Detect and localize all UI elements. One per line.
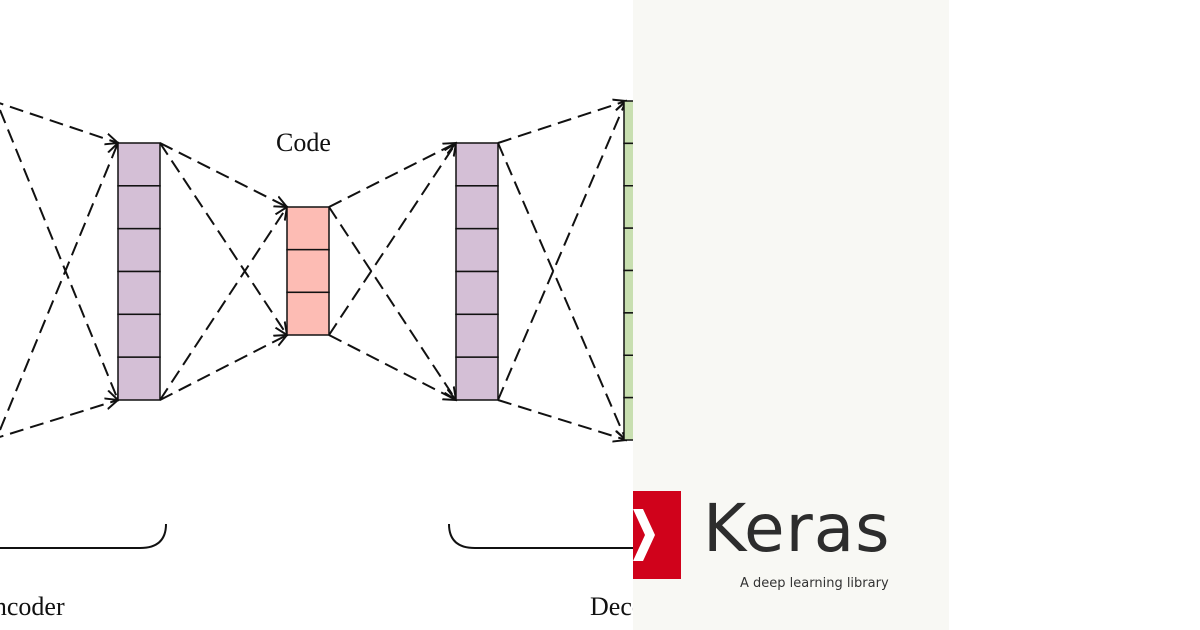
keras-k-glyph xyxy=(633,509,655,561)
keras-wordmark: Keras xyxy=(703,490,891,567)
decoder-hidden-unit xyxy=(455,270,499,316)
code-label: Code xyxy=(276,128,331,157)
keras-logo-panel: Keras A deep learning library xyxy=(633,0,949,630)
decoder-hidden-unit xyxy=(455,185,499,230)
decoder-hidden-unit xyxy=(455,356,499,401)
decoder-brace xyxy=(448,523,640,549)
encoder-brace xyxy=(0,523,167,549)
connections-input-encoder xyxy=(0,102,118,438)
connections-encoder-code xyxy=(159,142,287,401)
encoder-hidden-unit xyxy=(117,270,161,316)
connections-decoder-output xyxy=(497,101,626,440)
encoder-hidden-unit xyxy=(117,227,161,273)
decoder-hidden-unit xyxy=(455,313,499,358)
encoder-hidden-unit xyxy=(117,313,161,358)
keras-k-logo-icon xyxy=(633,491,681,579)
decoder-hidden-layer xyxy=(455,142,499,401)
encoder-label: Encoder xyxy=(0,592,65,621)
encoder-hidden-layer xyxy=(117,142,161,401)
encoder-hidden-unit xyxy=(117,185,161,230)
code-layer xyxy=(286,206,330,336)
code-unit xyxy=(286,291,330,336)
connections-code-decoder xyxy=(328,143,456,400)
keras-tagline: A deep learning library xyxy=(740,576,889,591)
decoder-hidden-unit xyxy=(455,227,499,273)
encoder-hidden-unit xyxy=(117,356,161,401)
encoder-hidden-unit xyxy=(117,142,161,187)
code-unit xyxy=(286,248,330,294)
decoder-hidden-unit xyxy=(455,142,499,187)
code-unit xyxy=(286,206,330,251)
